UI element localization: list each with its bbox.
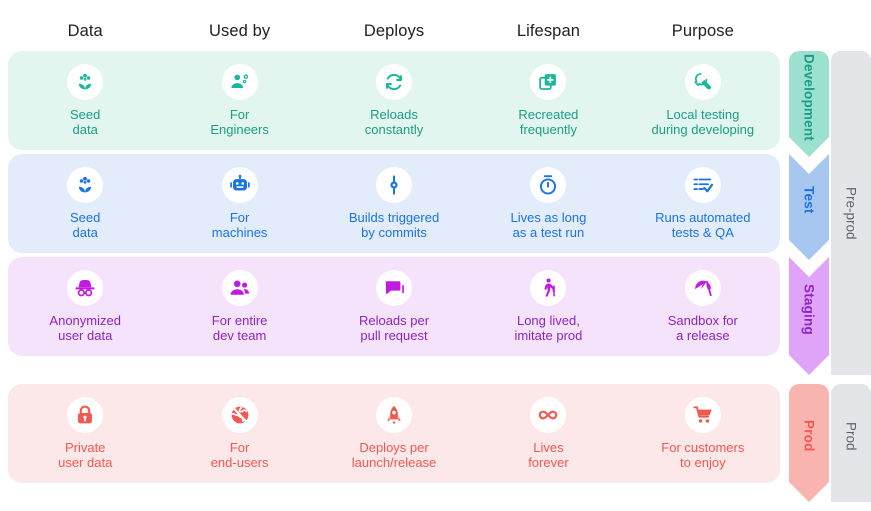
matrix-cell: Builds triggered by commits: [317, 167, 471, 240]
cell-label: Private user data: [58, 440, 113, 470]
column-header-row: Data Used by Deploys Lifespan Purpose: [8, 14, 780, 48]
cell-label: Lives as long as a test run: [510, 210, 587, 240]
group-prod: Prod: [831, 384, 871, 502]
group-pre-prod: Pre-prod: [831, 51, 871, 375]
cell-label: Recreated frequently: [518, 107, 579, 137]
column-header-data: Data: [67, 21, 103, 40]
matrix-cell: Anonymized user data: [8, 270, 162, 343]
flower-seed-icon: [67, 64, 104, 100]
stage-label: Test: [801, 186, 817, 214]
group-pre-prod-shape: [831, 51, 871, 375]
matrix-cell: Lives forever: [471, 397, 625, 470]
matrix-cell: Seed data: [8, 64, 162, 137]
cell-label: For entire dev team: [211, 313, 268, 343]
stage-marker-development: Development: [789, 51, 829, 157]
matrix-cell: Deploys per launch/release: [317, 397, 471, 470]
umbrella-icon: [684, 270, 721, 306]
lock-icon: [67, 397, 104, 433]
stage-chevron-shape: [789, 51, 829, 157]
robot-icon: [221, 167, 258, 203]
chat-bubble-icon: [376, 270, 413, 306]
stage-marker-test: Test: [789, 154, 829, 260]
cell-label: Seed data: [70, 107, 101, 137]
cell-label: Anonymized user data: [49, 313, 121, 343]
rocket-icon: [376, 397, 413, 433]
incognito-hat-glasses-icon: [67, 270, 104, 306]
group-pre-prod-label: Pre-prod: [843, 186, 859, 240]
matrix-cell: Private user data: [8, 397, 162, 470]
stopwatch-icon: [530, 167, 567, 203]
stage-marker-staging: Staging: [789, 257, 829, 375]
globe-slash-icon: [221, 397, 258, 433]
env-row-prod: Private user data For end-users Deploys pe…: [8, 384, 780, 483]
matrix-cell: For customers to enjoy: [626, 397, 780, 470]
column-header-deploys: Deploys: [363, 21, 425, 40]
matrix-cell: For Engineers: [162, 64, 316, 137]
cell-label: For Engineers: [210, 107, 269, 137]
shopping-cart-icon: [684, 397, 721, 433]
env-row-development: Seed data For Engineers Reloads constantly…: [8, 51, 780, 150]
cell-label: For machines: [211, 210, 268, 240]
stage-marker-prod: Prod: [789, 384, 829, 502]
matrix-cell: For machines: [162, 167, 316, 240]
column-header-used-by: Used by: [208, 21, 271, 40]
env-row-staging: Anonymized user data For entire dev team R…: [8, 257, 780, 356]
flower-seed-icon: [67, 167, 104, 203]
column-header-purpose: Purpose: [671, 21, 734, 40]
commit-node-icon: [376, 167, 413, 203]
cell-label: Long lived, imitate prod: [514, 313, 583, 343]
infinity-icon: [530, 397, 567, 433]
stage-chevron-shape: [789, 257, 829, 375]
matrix-cell: Runs automated tests & QA: [626, 167, 780, 240]
copy-plus-icon: [530, 64, 567, 100]
matrix-cell: For entire dev team: [162, 270, 316, 343]
cell-label: For customers to enjoy: [661, 440, 745, 470]
matrix-cell: Reloads constantly: [317, 64, 471, 137]
cell-label: Seed data: [70, 210, 101, 240]
stage-chevron-shape: [789, 384, 829, 502]
matrix-cell: Long lived, imitate prod: [471, 270, 625, 343]
cell-label: For end-users: [210, 440, 269, 470]
cell-label: Sandbox for a release: [667, 313, 738, 343]
stage-label: Development: [801, 53, 817, 141]
group-people-icon: [221, 270, 258, 306]
cell-label: Deploys per launch/release: [351, 440, 437, 470]
env-row-test: Seed data For machines Builds triggered by…: [8, 154, 780, 253]
cell-label: Local testing during developing: [651, 107, 755, 137]
refresh-loop-icon: [376, 64, 413, 100]
group-prod-shape: [831, 384, 871, 502]
matrix-cell: For end-users: [162, 397, 316, 470]
stage-label: Prod: [801, 420, 817, 452]
column-header-lifespan: Lifespan: [516, 21, 581, 40]
group-prod-label: Prod: [843, 421, 859, 451]
cell-label: Reloads constantly: [364, 107, 424, 137]
stage-chevron-shape: [789, 154, 829, 260]
matrix-cell: Reloads per pull request: [317, 270, 471, 343]
walking-person-cane-icon: [530, 270, 567, 306]
cell-label: Runs automated tests & QA: [655, 210, 751, 240]
checklist-icon: [684, 167, 721, 203]
matrix-cell: Sandbox for a release: [626, 270, 780, 343]
matrix-cell: Lives as long as a test run: [471, 167, 625, 240]
wrench-icon: [684, 64, 721, 100]
stage-label: Staging: [801, 283, 817, 335]
cell-label: Reloads per pull request: [358, 313, 430, 343]
cell-label: Lives forever: [528, 440, 569, 470]
matrix-cell: Seed data: [8, 167, 162, 240]
matrix-cell: Local testing during developing: [626, 64, 780, 137]
cell-label: Builds triggered by commits: [348, 210, 440, 240]
engineer-person-gears-icon: [221, 64, 258, 100]
matrix-cell: Recreated frequently: [471, 64, 625, 137]
